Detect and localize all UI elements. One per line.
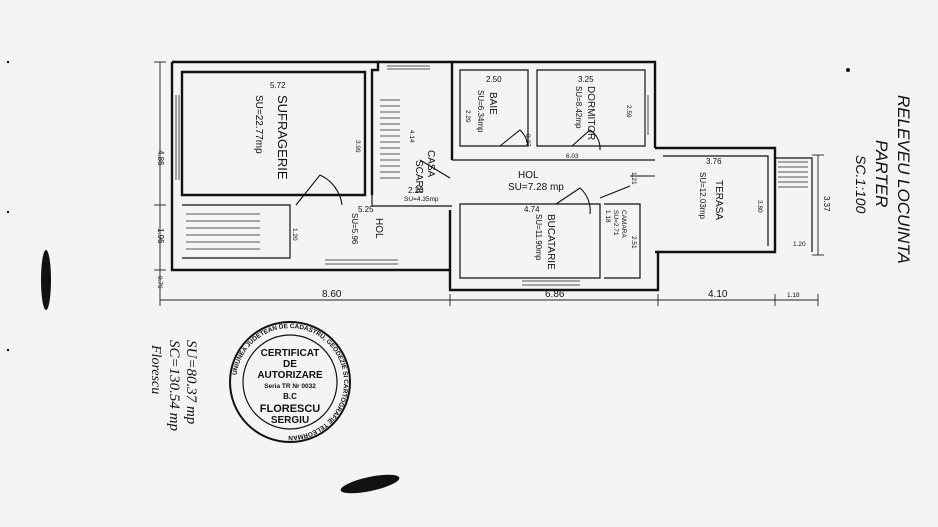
dim-left-3: 0.79 [156,276,163,289]
scan-smudge-bottom [340,474,400,494]
dim-dormitor-depth: 2.59 [625,105,632,118]
dim-casa-scarii-width: 2.20 [408,186,424,195]
room-baie: 2.50 BAIE SU=6.34mp 2.29 [464,75,502,133]
room-bucatarie: 4.74 BUCATARIE SU=11.90mp 2.51 [524,205,637,270]
room-hol-main-area: SU=7.28 mp [508,182,564,193]
room-sufragerie-area: SU=22.77mp [253,95,264,154]
room-casa-scarii: CASA SCARII 2.20 SU=4.35mp 4.14 [404,130,439,203]
room-baie-name: BAIE [487,92,498,115]
stamp-line6: FLORESCU [260,403,321,415]
room-camara-name: CAMARA [620,210,627,238]
room-bucatarie-name: BUCATARIE [545,214,556,270]
stamp-line4: Seria TR Nr 0032 [264,383,316,390]
staircase-treads [380,99,400,179]
room-casa-scarii-name2: SCARII [413,160,424,193]
room-camara: CAMARA SU=2.71 1.18 [604,210,627,238]
stamp-line2: DE [283,359,297,370]
room-sufragerie: 5.72 SUFRAGERIE SU=22.77mp 3.99 [253,81,361,180]
building-walls [170,60,813,292]
dim-bottom-4: 1.18 [787,292,800,299]
total-sc: SC=130.54 mp [166,340,182,431]
room-baie-area: SU=6.34mp [476,90,485,133]
dim-bottom-1: 8.60 [322,289,342,300]
signature: Florescu [148,344,163,394]
dim-baie-width: 2.50 [486,75,502,84]
room-hol-small-name: HOL [373,218,384,239]
room-casa-scarii-name1: CASA [425,150,436,178]
area-totals: SU=80.37 mp SC=130.54 mp Florescu [148,340,199,431]
room-dormitor-name: DORMITOR [585,86,596,140]
door-swings [295,129,655,215]
room-bucatarie-area: SU=11.90mp [534,214,543,261]
dim-terasa-depth: 3.80 [756,200,763,213]
room-hol-small-area: SU=5.96 [350,213,359,245]
authorization-stamp: UNIUNEA JUDETEAN DE CADASTRU, GEODEZIE S… [229,321,351,443]
dim-terasa-width: 3.76 [706,157,722,166]
scan-dot [6,60,10,64]
scan-smudge-left [41,250,51,310]
room-hol-small: 5.25 HOL SU=5.96 1.20 [291,205,384,245]
room-hol-main: HOL SU=7.28 mp 6.03 0.37 1.21 [508,134,637,193]
dim-sufragerie-depth: 3.99 [354,140,361,153]
room-terasa: 3.76 TERASA SU=12.03mp 3.80 1.20 [698,157,806,248]
stamp-line3: AUTORIZARE [257,370,323,381]
terrace-steps [778,161,808,188]
room-terasa-area: SU=12.03mp [698,172,707,219]
stamp-line5: B.C [283,392,297,401]
room-dormitor-area: SU=8.42mp [574,86,583,129]
dim-camara-width: 1.18 [604,210,611,223]
scan-dot [846,68,850,72]
dim-misc-terrace: 1.20 [793,241,806,248]
window-hatches [175,65,649,286]
title-line3: SC.1:100 [853,155,869,214]
stamp-line7: SERGIU [271,415,309,426]
room-terasa-name: TERASA [713,180,724,220]
title-line1: RELEVEU LOCUINTA [894,95,913,264]
dim-sufragerie-width: 5.72 [270,81,286,90]
dim-right-1: 3.37 [822,196,831,212]
dim-bottom-3: 4.10 [708,289,728,300]
dim-bucatarie-depth: 2.51 [630,236,637,249]
total-su: SU=80.37 mp [183,340,199,425]
dimension-texts: 8.60 6.86 4.10 1.18 4.86 1.96 0.79 3.37 [156,150,831,300]
stamp-line1: CERTIFICAT [261,348,320,359]
scan-dot [6,210,10,214]
title-line2: PARTER [872,140,891,207]
drawing-title: RELEVEU LOCUINTA PARTER SC.1:100 [853,95,913,264]
dim-bucatarie-width: 4.74 [524,205,540,214]
dim-misc-0-37: 0.37 [524,134,531,147]
room-camara-area: SU=2.71 [612,210,619,236]
dim-baie-depth: 2.29 [464,110,471,123]
dim-hol-small-width: 5.25 [358,205,374,214]
scan-dot [6,348,10,352]
dim-hol-small-side: 1.20 [291,228,298,241]
dim-hol-main-width: 6.03 [566,153,579,160]
dimension-lines [154,61,824,306]
staircase-treads-lower [186,213,260,250]
dim-misc-1-21: 1.21 [630,172,637,185]
dim-left-1: 4.86 [156,150,165,166]
room-casa-scarii-area: SU=4.35mp [404,196,439,203]
dim-bottom-2: 6.86 [545,289,565,300]
room-sufragerie-name: SUFRAGERIE [275,95,290,180]
dim-dormitor-width: 3.25 [578,75,594,84]
dim-casa-scarii-side: 4.14 [408,130,415,143]
room-hol-main-name: HOL [518,170,539,181]
room-dormitor: 3.25 DORMITOR SU=8.42mp 2.59 [574,75,632,140]
dim-left-2: 1.96 [156,228,165,244]
